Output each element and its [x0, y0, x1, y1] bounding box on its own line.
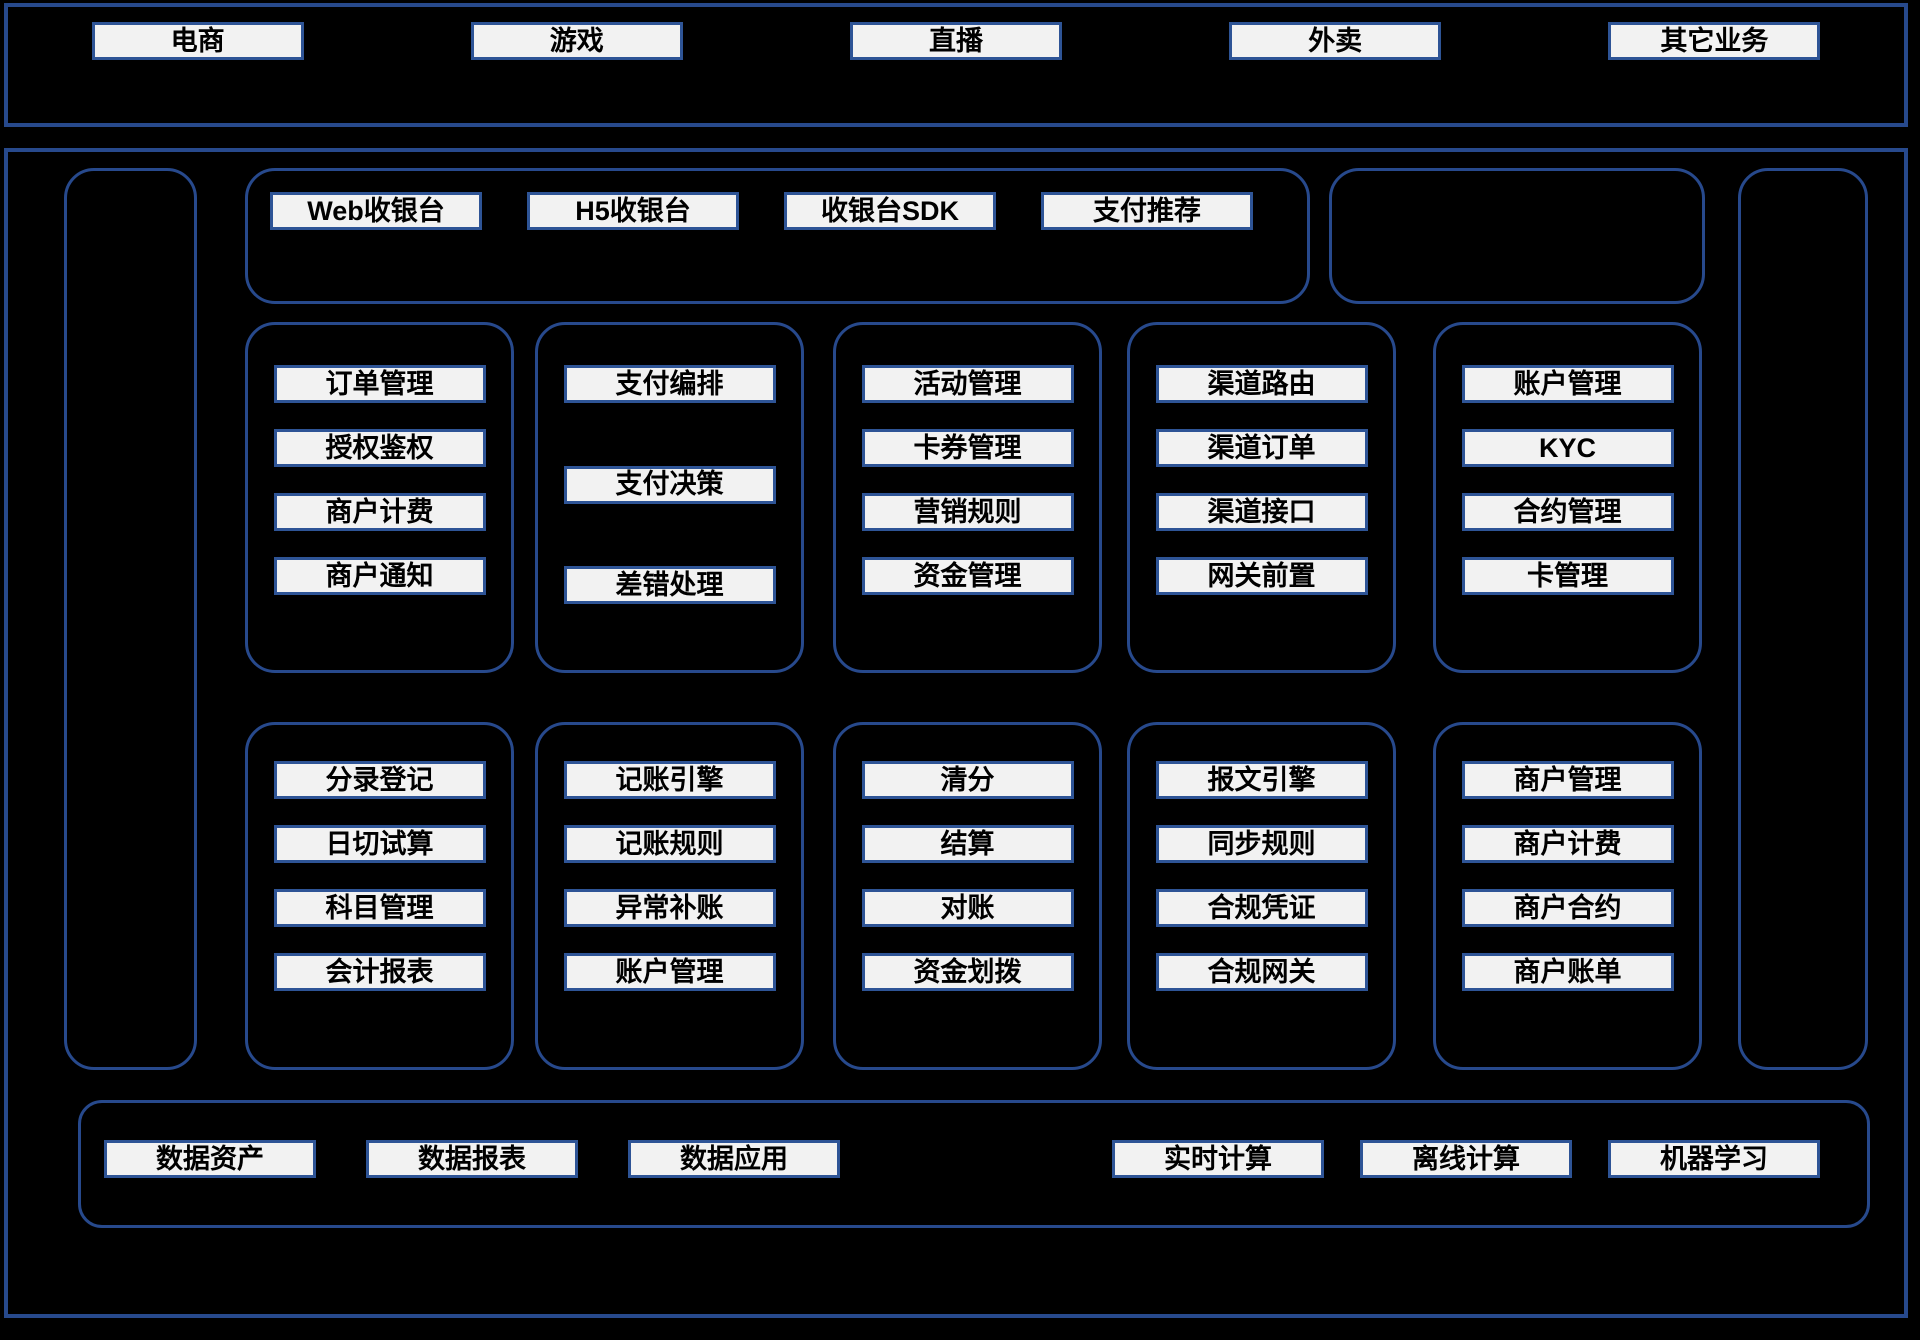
support-group-settlement: 清分结算对账资金划拨	[833, 722, 1102, 1070]
data-module-label: 离线计算	[1360, 1140, 1572, 1178]
module-label: 商户合约	[1461, 889, 1674, 927]
module-label: 会计报表	[273, 953, 486, 991]
left-side-panel	[64, 168, 197, 1070]
business-label: 游戏	[470, 22, 683, 60]
empty-panel	[1329, 168, 1705, 304]
support-group-compliance: 报文引擎同步规则合规凭证合规网关	[1127, 722, 1396, 1070]
data-module-label: 数据报表	[366, 1140, 578, 1178]
module-label: 商户计费	[273, 493, 486, 531]
module-label: 报文引擎	[1155, 761, 1368, 799]
module-label: 科目管理	[273, 889, 486, 927]
data-module-label: 数据应用	[628, 1140, 840, 1178]
core-group-marketing: 活动管理卡券管理营销规则资金管理	[833, 322, 1102, 673]
module-label: 商户计费	[1461, 825, 1674, 863]
data-module-label: 数据资产	[104, 1140, 316, 1178]
module-label: 清分	[861, 761, 1074, 799]
data-platform-layer: 数据资产 数据报表 数据应用 实时计算离线计算机器学习	[78, 1100, 1870, 1228]
support-group-merchant: 商户管理商户计费商户合约商户账单	[1433, 722, 1702, 1070]
module-label: 分录登记	[273, 761, 486, 799]
module-label: 渠道接口	[1155, 493, 1368, 531]
business-label: 其它业务	[1608, 22, 1821, 60]
module-label: 账户管理	[1461, 365, 1674, 403]
module-label: 差错处理	[563, 566, 776, 604]
data-module-label: 实时计算	[1112, 1140, 1324, 1178]
right-side-panel	[1738, 168, 1868, 1070]
data-platform-left-group: 数据资产 数据报表 数据应用	[104, 1140, 840, 1178]
platform-layer: Web收银台 H5收银台 收银台SDK 支付推荐 订单管理授权鉴权商户计费商户通…	[4, 148, 1908, 1318]
module-label: 日切试算	[273, 825, 486, 863]
module-label: 资金管理	[861, 557, 1074, 595]
module-label: 结算	[861, 825, 1074, 863]
checkout-layer: Web收银台 H5收银台 收银台SDK 支付推荐	[245, 168, 1310, 304]
module-label: 活动管理	[861, 365, 1074, 403]
business-label: 直播	[849, 22, 1062, 60]
module-label: 授权鉴权	[273, 429, 486, 467]
module-label: 网关前置	[1155, 557, 1368, 595]
core-group-payment: 支付编排支付决策差错处理	[535, 322, 804, 673]
core-group-account: 账户管理 KYC 合约管理卡管理	[1433, 322, 1702, 673]
checkout-label: H5收银台	[527, 192, 739, 230]
core-group-channel: 渠道路由渠道订单渠道接口网关前置	[1127, 322, 1396, 673]
module-label: 商户账单	[1461, 953, 1674, 991]
business-label: 电商	[91, 22, 304, 60]
support-group-bookkeeping: 记账引擎记账规则异常补账账户管理	[535, 722, 804, 1070]
module-label: 商户通知	[273, 557, 486, 595]
module-label: KYC	[1461, 429, 1674, 467]
module-label: 对账	[861, 889, 1074, 927]
support-group-ledger: 分录登记日切试算科目管理会计报表	[245, 722, 514, 1070]
data-module-label: 机器学习	[1608, 1140, 1820, 1178]
module-label: 记账引擎	[563, 761, 776, 799]
business-layer: 电商 游戏 直播 外卖 其它业务	[4, 3, 1908, 127]
business-label: 外卖	[1229, 22, 1442, 60]
module-label: 支付编排	[563, 365, 776, 403]
module-label: 渠道路由	[1155, 365, 1368, 403]
module-label: 渠道订单	[1155, 429, 1368, 467]
module-label: 合规网关	[1155, 953, 1368, 991]
data-platform-right-group: 实时计算离线计算机器学习	[1112, 1140, 1820, 1178]
checkout-label: 支付推荐	[1041, 192, 1253, 230]
module-label: 合规凭证	[1155, 889, 1368, 927]
checkout-label: 收银台SDK	[784, 192, 996, 230]
module-label: 商户管理	[1461, 761, 1674, 799]
module-label: 同步规则	[1155, 825, 1368, 863]
module-label: 卡管理	[1461, 557, 1674, 595]
module-label: 异常补账	[563, 889, 776, 927]
module-label: 账户管理	[563, 953, 776, 991]
module-label: 卡券管理	[861, 429, 1074, 467]
module-label: 记账规则	[563, 825, 776, 863]
module-label: 订单管理	[273, 365, 486, 403]
module-label: 支付决策	[563, 465, 776, 504]
checkout-label: Web收银台	[270, 192, 482, 230]
module-label: 合约管理	[1461, 493, 1674, 531]
module-label: 营销规则	[861, 493, 1074, 531]
core-group-order: 订单管理授权鉴权商户计费商户通知	[245, 322, 514, 673]
module-label: 资金划拨	[861, 953, 1074, 991]
